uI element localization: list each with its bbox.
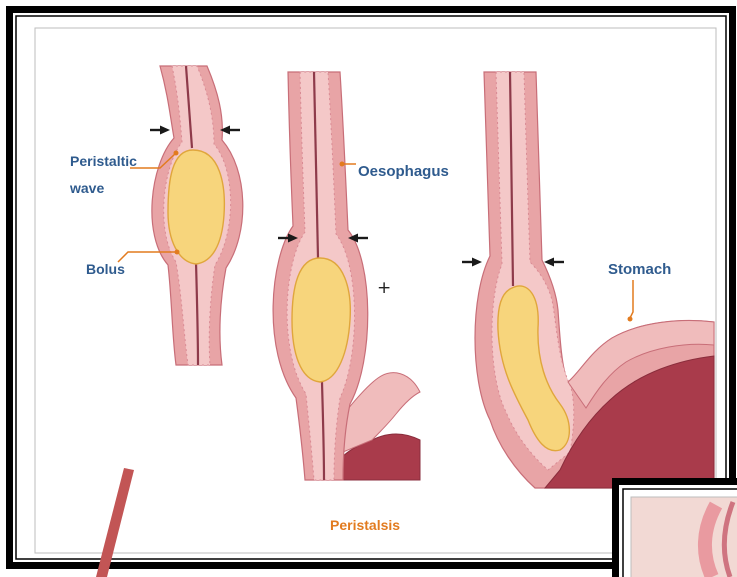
stage-3-oesophagus [475,72,714,488]
label-oesophagus: Oesophagus [358,163,449,180]
red-annotation-stroke [96,468,134,577]
label-stomach: Stomach [608,261,671,278]
arrow-left-icon [220,126,240,135]
plus-mark: + [377,278,391,298]
stage-1-oesophagus [152,66,243,365]
label-peristaltic-wave-line2: wave [69,180,104,196]
leader-oesophagus [340,162,357,167]
arrow-left-icon [544,258,564,267]
leader-stomach [628,280,634,322]
stage-1-bolus [168,150,224,264]
stage-2-oesophagus [273,72,420,480]
arrow-right-icon [462,258,482,267]
overlapping-image-thumbnail [612,478,737,577]
label-bolus: Bolus [86,261,125,277]
label-peristaltic-wave-line1: Peristaltic [70,153,137,169]
arrow-right-icon [150,126,170,135]
figure-caption: Peristalsis [330,517,400,533]
